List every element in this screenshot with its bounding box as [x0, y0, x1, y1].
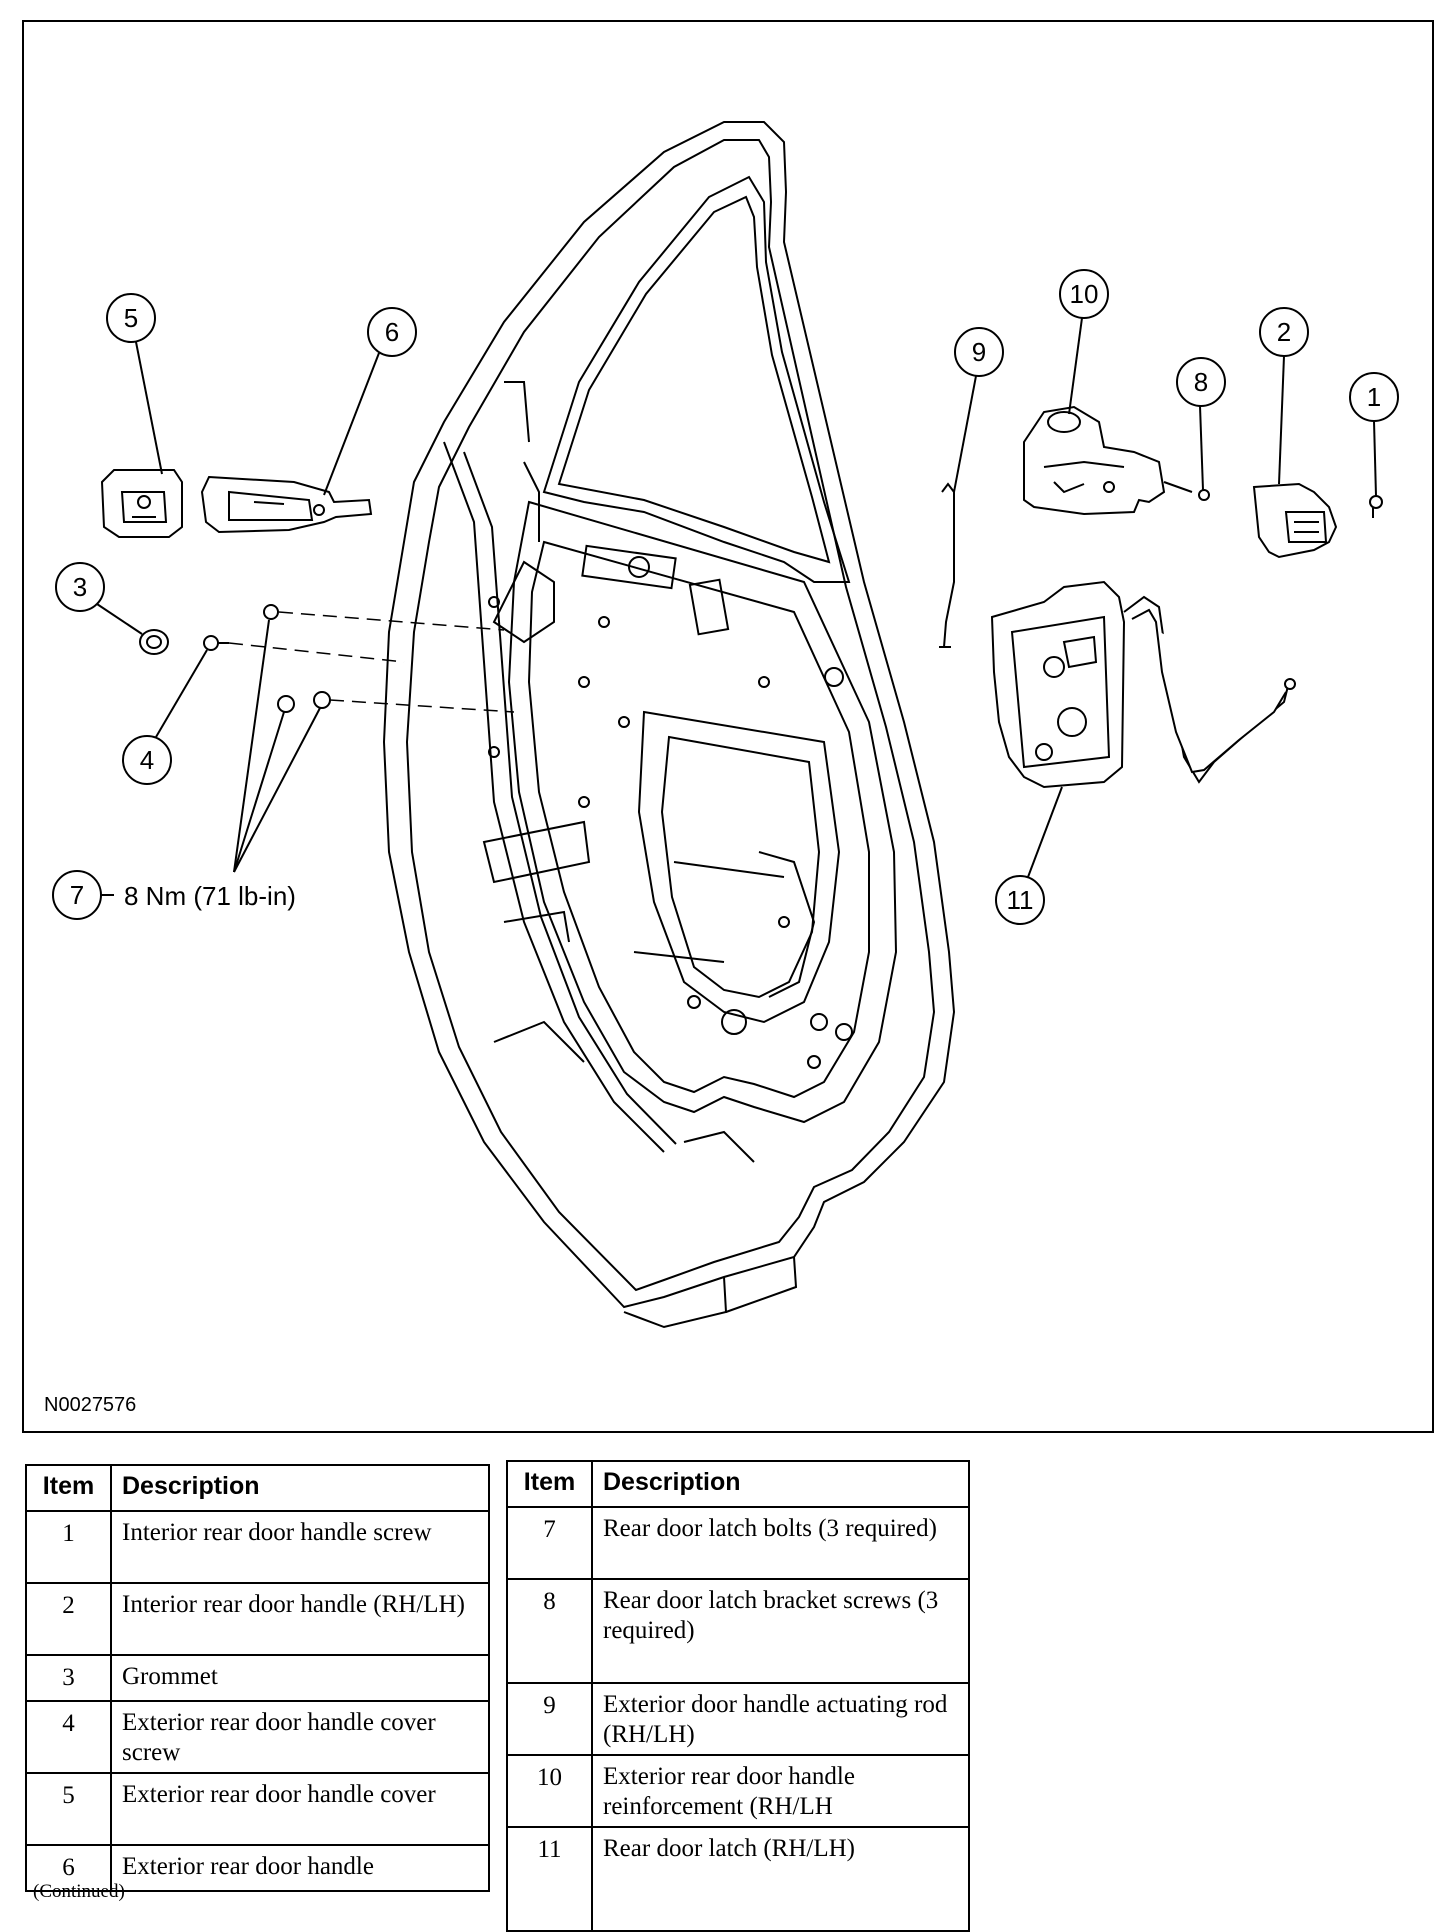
item-description: Rear door latch bolts (3 required) [591, 1506, 970, 1580]
table-row: 6 Exterior rear door handle [25, 1844, 490, 1892]
table-row: 11 Rear door latch (RH/LH) [506, 1826, 970, 1932]
grommet-part [139, 629, 169, 655]
door-latch-diagram: 5 6 3 4 7 8 Nm (71 lb-in) [52, 121, 1399, 1329]
rear-door-latch-part [990, 580, 1296, 789]
callout-3: 3 [55, 562, 143, 635]
callout-2-label: 2 [1277, 317, 1291, 347]
cover-screw-part [203, 635, 229, 651]
callout-6: 6 [323, 307, 417, 496]
item-description: Exterior rear door handle [110, 1844, 490, 1892]
callout-4: 4 [122, 649, 208, 785]
item-number: 3 [25, 1654, 112, 1702]
item-description: Exterior door handle actuating rod (RH/L… [591, 1682, 970, 1756]
exterior-handle-cover-part [100, 469, 183, 538]
table-row: 7 Rear door latch bolts (3 required) [506, 1506, 970, 1580]
item-description: Interior rear door handle (RH/LH) [110, 1582, 490, 1656]
callout-9: 9 [953, 327, 1004, 493]
table-row: 9 Exterior door handle actuating rod (RH… [506, 1682, 970, 1756]
callout-1: 1 [1349, 372, 1399, 497]
callout-6-label: 6 [385, 317, 399, 347]
table-row: 3 Grommet [25, 1654, 490, 1702]
table-row: 1 Interior rear door handle screw [25, 1510, 490, 1584]
callout-5-label: 5 [124, 303, 138, 333]
callout-2: 2 [1259, 307, 1309, 485]
item-number: 1 [25, 1510, 112, 1584]
item-number: 9 [506, 1682, 593, 1756]
rear-door-body [382, 121, 956, 1329]
callout-7: 7 8 Nm (71 lb-in) [52, 619, 321, 920]
table-row: 10 Exterior rear door handle reinforceme… [506, 1754, 970, 1828]
callout-9-label: 9 [972, 337, 986, 367]
item-column-header: Item [25, 1464, 112, 1512]
item-number: 10 [506, 1754, 593, 1828]
callout-7-label: 7 [70, 880, 84, 910]
table-row: 5 Exterior rear door handle cover [25, 1772, 490, 1846]
figure-id: N0027576 [44, 1394, 137, 1416]
interior-handle-screw-part [1369, 495, 1383, 518]
table-row: 8 Rear door latch bracket screws (3 requ… [506, 1578, 970, 1684]
item-description: Grommet [110, 1654, 490, 1702]
item-description: Interior rear door handle screw [110, 1510, 490, 1584]
exterior-handle-part [200, 475, 373, 534]
item-number: 11 [506, 1826, 593, 1932]
exploded-view-figure: 5 6 3 4 7 8 Nm (71 lb-in) [22, 20, 1434, 1433]
parts-table-left: Item Description 1 Interior rear door ha… [25, 1464, 490, 1892]
item-number: 2 [25, 1582, 112, 1656]
item-description: Exterior rear door handle cover screw [110, 1700, 490, 1774]
callout-8-label: 8 [1194, 367, 1208, 397]
callout-8: 8 [1176, 357, 1226, 491]
interior-handle-part [1252, 482, 1338, 559]
table-header-row: Item Description [506, 1460, 970, 1508]
item-number: 6 [25, 1844, 112, 1892]
item-description: Rear door latch bracket screws (3 requir… [591, 1578, 970, 1684]
callout-10: 10 [1059, 269, 1109, 415]
table-row: 2 Interior rear door handle (RH/LH) [25, 1582, 490, 1656]
item-number: 4 [25, 1700, 112, 1774]
item-number: 5 [25, 1772, 112, 1846]
callout-11: 11 [995, 786, 1063, 925]
item-description: Rear door latch (RH/LH) [591, 1826, 970, 1932]
table-row: 4 Exterior rear door handle cover screw [25, 1700, 490, 1774]
description-column-header: Description [591, 1460, 970, 1508]
handle-reinforcement-part [1023, 405, 1193, 516]
callout-11-label: 11 [1007, 885, 1034, 915]
callout-10-label: 10 [1070, 279, 1099, 309]
latch-bolts-part [263, 604, 331, 713]
item-column-header: Item [506, 1460, 593, 1508]
callout-4-label: 4 [140, 745, 154, 775]
continued-note: (Continued) [33, 1881, 125, 1902]
item-number: 7 [506, 1506, 593, 1580]
item-description: Exterior rear door handle reinforcement … [591, 1754, 970, 1828]
table-header-row: Item Description [25, 1464, 490, 1512]
item-description: Exterior rear door handle cover [110, 1772, 490, 1846]
item-number: 8 [506, 1578, 593, 1684]
parts-table-right: Item Description 7 Rear door latch bolts… [506, 1460, 970, 1932]
alignment-dashed-lines [228, 611, 515, 713]
description-column-header: Description [110, 1464, 490, 1512]
torque-spec-label: 8 Nm (71 lb-in) [124, 881, 296, 911]
actuating-rod-part [939, 482, 955, 648]
callout-1-label: 1 [1367, 382, 1381, 412]
callout-5: 5 [106, 293, 163, 475]
callout-3-label: 3 [73, 572, 87, 602]
bracket-screw-part [1198, 489, 1210, 501]
